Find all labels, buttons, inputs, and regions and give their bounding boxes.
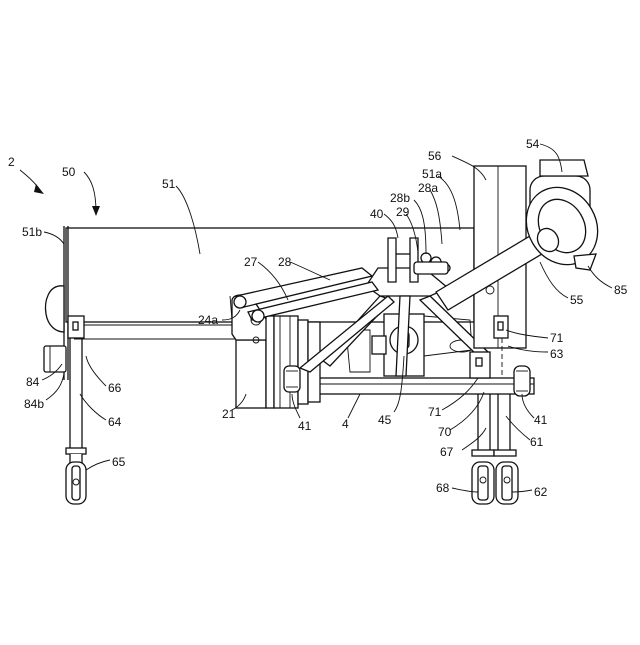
label-51b: 51b xyxy=(22,225,42,239)
label-51a: 51a xyxy=(422,167,442,181)
label-51: 51 xyxy=(162,177,176,191)
pointer-arrows xyxy=(34,184,100,216)
label-71-lower: 71 xyxy=(428,405,442,419)
label-84: 84 xyxy=(26,375,40,389)
label-21: 21 xyxy=(222,407,236,421)
label-61: 61 xyxy=(530,435,544,449)
label-2: 2 xyxy=(8,155,15,169)
left-roller xyxy=(284,366,300,392)
label-70: 70 xyxy=(438,425,452,439)
label-71-right: 71 xyxy=(550,331,564,345)
label-68: 68 xyxy=(436,481,450,495)
label-54: 54 xyxy=(526,137,540,151)
label-24a: 24a xyxy=(198,313,218,327)
label-41-right: 41 xyxy=(534,413,548,427)
label-41-left: 41 xyxy=(298,419,312,433)
right-casters xyxy=(472,450,518,504)
label-85: 85 xyxy=(614,283,628,297)
label-64: 64 xyxy=(108,415,122,429)
label-50: 50 xyxy=(62,165,76,179)
label-45: 45 xyxy=(378,413,392,427)
label-28: 28 xyxy=(278,255,292,269)
label-27: 27 xyxy=(244,255,258,269)
label-55: 55 xyxy=(570,293,584,307)
label-63: 63 xyxy=(550,347,564,361)
label-67: 67 xyxy=(440,445,454,459)
label-56: 56 xyxy=(428,149,442,163)
label-28a: 28a xyxy=(418,181,438,195)
label-29: 29 xyxy=(396,205,410,219)
left-leg-caster xyxy=(66,316,86,504)
label-84b: 84b xyxy=(24,397,44,411)
label-66: 66 xyxy=(108,381,122,395)
label-62: 62 xyxy=(534,485,548,499)
label-28b: 28b xyxy=(390,191,410,205)
label-40: 40 xyxy=(370,207,384,221)
label-65: 65 xyxy=(112,455,126,469)
left-mount-bracket xyxy=(44,286,66,372)
label-4: 4 xyxy=(342,417,349,431)
